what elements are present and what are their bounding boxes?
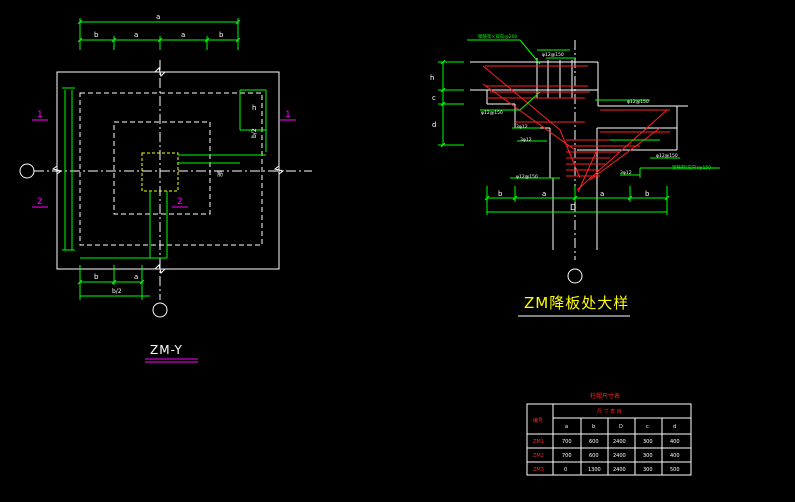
dimension-table: 柱帽尺寸表 编号 尺 寸 表 目 a b D c d ZM1 700 600 2… [526, 392, 692, 476]
dim-label-top-4: b [219, 31, 224, 39]
table-row-2-name: ZM2 [533, 453, 544, 459]
table-col-c: c [646, 424, 649, 430]
detail-dim-left-d: d [432, 121, 436, 129]
rebar-label-5: φ12@150 [656, 153, 678, 159]
rebar-label-10: 钢筋网(双向)@150 [672, 164, 711, 171]
table-title: 柱帽尺寸表 [590, 392, 620, 400]
table-col-a: a [565, 424, 568, 430]
table-cell: 2400 [613, 453, 626, 459]
plan-note: 筋 [217, 170, 223, 178]
dim-top-overall [77, 18, 241, 50]
dim-label-top-3: a [181, 31, 185, 39]
rebar-label-2: φ12@150 [542, 52, 564, 58]
dim-label-right-h: h [252, 104, 256, 112]
detail-axis-bubble[interactable] [567, 268, 583, 284]
detail-dim-bottom-1: b [498, 190, 503, 198]
detail-dim-bottom-3: a [600, 190, 604, 198]
table-col-d: d [673, 424, 676, 430]
dim-label-top-2: a [134, 31, 138, 39]
table-col-header: 尺 寸 表 目 [597, 408, 622, 415]
detail-section-view: 钢筋架×双向@200 φ12@150 φ12@150 φ12@150 φ12@1… [430, 33, 720, 317]
rebar-label-1: 钢筋架×双向@200 [478, 33, 517, 40]
detail-dim-bottom-2: a [542, 190, 546, 198]
table-row-3-name: ZM3 [533, 467, 544, 473]
break-mark-bottom [154, 264, 166, 274]
dim-top-segments [77, 36, 241, 50]
detail-green-lines [438, 39, 720, 215]
table-cell: 0 [564, 467, 567, 473]
dim-label-bottom-half: b/2 [112, 288, 122, 295]
rebar-label-7: 3φ12 [516, 124, 528, 130]
table-cell: 1300 [588, 467, 601, 473]
plan-green-lines [62, 87, 267, 300]
rebar-label-4: φ12@150 [481, 110, 503, 116]
table-cell: 700 [562, 439, 572, 445]
section-mark-2-right: 2 [177, 197, 183, 207]
detail-title: ZM降板处大样 [524, 294, 629, 312]
column-cap-dashed [113, 121, 211, 215]
table-cell: 500 [670, 467, 680, 473]
break-mark-top [154, 67, 166, 77]
dim-label-top-1: b [94, 31, 99, 39]
table-row-1-name: ZM1 [533, 439, 544, 445]
table-cell: 400 [670, 453, 680, 459]
detail-rebar [482, 65, 670, 193]
dim-label-bottom-2: a [134, 273, 138, 281]
table-cell: 2400 [613, 467, 626, 473]
detail-dim-left-c: c [432, 94, 436, 102]
table-cell: 300 [643, 453, 653, 459]
table-cell: 300 [643, 439, 653, 445]
table-cell: 400 [670, 439, 680, 445]
drop-panel-dashed [79, 92, 263, 246]
table-row-header: 编号 [533, 417, 543, 424]
dim-label-top-overall: a [156, 13, 160, 21]
detail-dim-bottom-4: b [645, 190, 650, 198]
detail-slab-outline [470, 40, 688, 260]
section-mark-1-left: 1 [37, 110, 43, 120]
rebar-label-3: φ12@150 [627, 99, 649, 105]
axis-bubble-bottom[interactable] [152, 302, 168, 318]
table-cell: 700 [562, 453, 572, 459]
break-mark-right [273, 165, 285, 175]
break-mark-left [51, 165, 63, 175]
rebar-label-6: φ12@150 [516, 174, 538, 180]
left-plan-view: a b a a b b a b/2 h b/2 筋 1 1 2 2 ZM-Y [19, 13, 312, 363]
table-cell: 300 [643, 467, 653, 473]
table-cell: 600 [589, 453, 599, 459]
table-cell: 600 [589, 439, 599, 445]
dim-label-bottom-1: b [94, 273, 99, 281]
rebar-label-9: 3φ12 [620, 170, 632, 176]
table-cell: 2400 [613, 439, 626, 445]
plan-title: ZM-Y [150, 343, 183, 357]
detail-dim-left-h: h [430, 74, 434, 82]
axis-bubble-left[interactable] [19, 163, 35, 179]
section-mark-lines [32, 119, 296, 208]
table-col-D: D [619, 424, 623, 430]
table-grid [526, 403, 692, 476]
table-col-b: b [592, 424, 595, 430]
rebar-label-8: 3φ12 [520, 137, 532, 143]
dim-label-right-half: b/2 [251, 128, 258, 138]
section-mark-2-left: 2 [37, 197, 43, 207]
detail-dim-bottom-total: D [570, 203, 576, 212]
section-mark-1-right: 1 [285, 110, 291, 120]
